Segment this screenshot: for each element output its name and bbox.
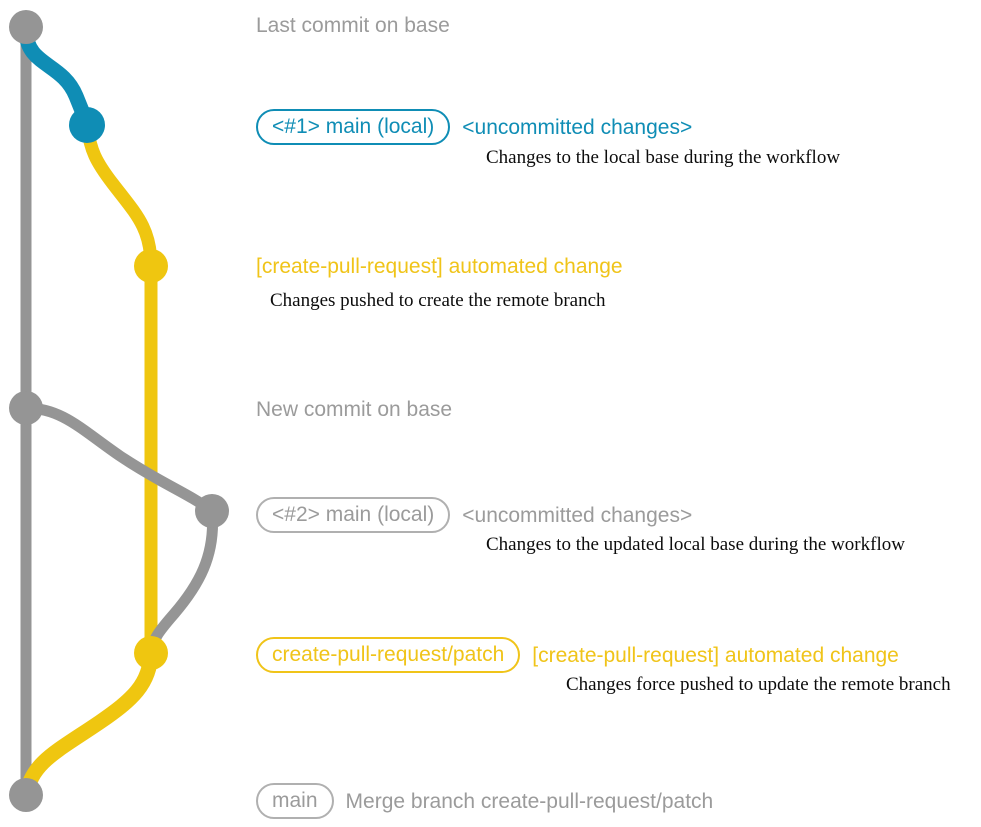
row-automated-change-1: [create-pull-request] automated change — [256, 256, 623, 277]
commit-node-merge[interactable] — [9, 778, 43, 812]
commit-node-local-1[interactable] — [69, 107, 105, 143]
note-local-commit-2: Changes to the updated local base during… — [486, 534, 905, 555]
commit-node-base-last[interactable] — [9, 10, 43, 44]
note-local-commit-1: Changes to the local base during the wor… — [486, 147, 841, 168]
commit-node-patch-1[interactable] — [134, 249, 168, 283]
commit-message-automated-2: [create-pull-request] automated change — [532, 643, 899, 667]
commit-message-local-2: <uncommitted changes> — [462, 503, 693, 527]
base-to-local2-line — [20, 402, 218, 517]
row-automated-change-2: create-pull-request/patch [create-pull-r… — [256, 637, 899, 673]
commit-message-automated-1: [create-pull-request] automated change — [256, 255, 623, 278]
spacer — [520, 655, 532, 656]
row-merge-commit: main Merge branch create-pull-request/pa… — [256, 783, 713, 819]
label-last-commit-on-base: Last commit on base — [256, 14, 450, 37]
commit-message-local-1: <uncommitted changes> — [462, 115, 693, 139]
branch-pill-main-local-1[interactable]: <#1> main (local) — [256, 109, 451, 145]
commit-message-merge: Merge branch create-pull-request/patch — [345, 789, 714, 813]
spacer — [334, 801, 346, 802]
branch-pill-create-pull-request-patch[interactable]: create-pull-request/patch — [256, 637, 521, 673]
commit-node-patch-2[interactable] — [134, 636, 168, 670]
label-new-commit-on-base: New commit on base — [256, 398, 453, 421]
note-automated-change-2: Changes force pushed to update the remot… — [566, 674, 951, 695]
row-local-commit-1: <#1> main (local) <uncommitted changes> — [256, 109, 692, 145]
branch-pill-main-local-2[interactable]: <#2> main (local) — [256, 497, 451, 533]
commit-node-base-new[interactable] — [9, 391, 43, 425]
spacer — [450, 515, 462, 516]
row-local-commit-2: <#2> main (local) <uncommitted changes> — [256, 497, 692, 533]
commit-node-local-2[interactable] — [195, 494, 229, 528]
patch2-to-merge-line — [18, 645, 159, 803]
branch-pill-main[interactable]: main — [256, 783, 334, 819]
note-automated-change-1: Changes pushed to create the remote bran… — [270, 290, 606, 311]
spacer — [450, 127, 462, 128]
yellow-branch-line-upper — [80, 118, 158, 273]
